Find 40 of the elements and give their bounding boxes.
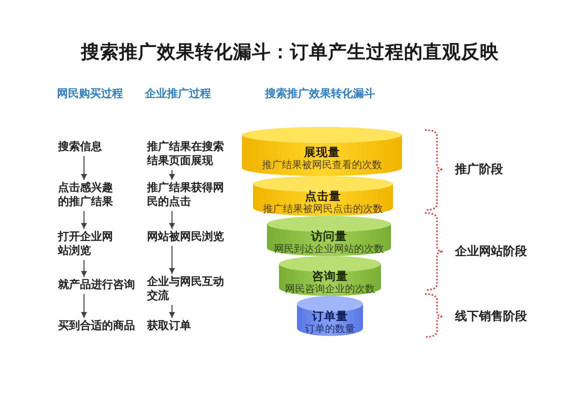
funnel-layer — [267, 216, 391, 256]
funnel-layer — [279, 256, 381, 296]
arrow — [169, 170, 175, 180]
column-heading: 网民购买过程 — [57, 87, 123, 101]
step-text: 推广结果获得网民的点击 — [147, 181, 229, 209]
funnel-layer — [297, 296, 363, 336]
step-text: 获取订单 — [147, 319, 191, 333]
stage-label: 推广阶段 — [455, 162, 503, 177]
funnel-layer — [253, 176, 393, 216]
arrow — [169, 246, 175, 274]
arrow — [169, 210, 175, 230]
step-text: 就产品进行咨询 — [58, 278, 135, 292]
layer-description: 推广结果被网民查看的次数 — [262, 158, 382, 172]
arrow — [81, 156, 87, 180]
arrow — [81, 294, 87, 318]
layer-title: 咨询量 — [312, 270, 348, 283]
step-text: 网站被网民浏览 — [147, 230, 224, 244]
layer-title: 点击量 — [305, 190, 341, 203]
step-text: 企业与网民互动交流 — [147, 275, 229, 303]
step-text: 点击感兴趣的推广结果 — [58, 181, 118, 209]
step-text: 打开企业网站浏览 — [58, 230, 118, 258]
step-text: 推广结果在搜索结果页面展现 — [147, 140, 229, 168]
arrow — [81, 210, 87, 230]
stage-label: 企业网站阶段 — [455, 244, 527, 259]
layer-description: 网民咨询企业的次数 — [285, 283, 375, 296]
layer-description: 网民到达企业网站的次数 — [274, 243, 384, 256]
stage-label: 线下销售阶段 — [455, 309, 527, 324]
column-heading: 搜索推广效果转化漏斗 — [265, 87, 375, 101]
layer-title: 展现量 — [304, 146, 340, 158]
layer-title: 订单量 — [312, 310, 348, 323]
column-heading: 企业推广过程 — [145, 87, 211, 101]
title: 搜索推广效果转化漏斗：订单产生过程的直观反映 — [81, 42, 499, 64]
layer-description: 订单的数量 — [305, 323, 355, 336]
layer-description: 推广结果被网民点击的次数 — [263, 203, 383, 216]
step-text: 买到合适的商品 — [58, 319, 135, 333]
arrow — [81, 260, 87, 278]
layer-title: 访问量 — [311, 230, 347, 243]
funnel-layer — [242, 127, 402, 176]
arrow — [169, 304, 175, 318]
step-text: 搜索信息 — [58, 140, 102, 154]
